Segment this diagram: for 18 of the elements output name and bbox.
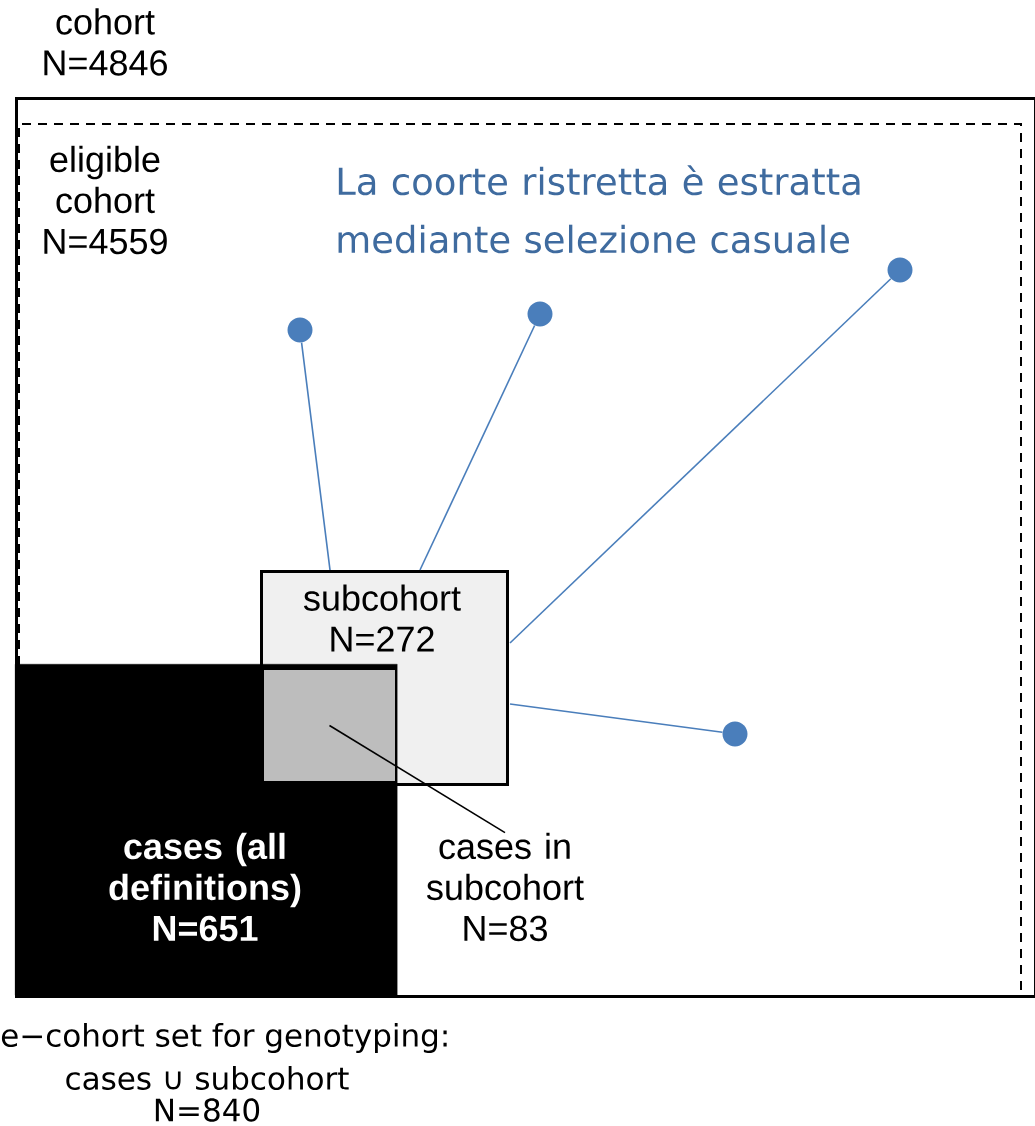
annotation-text: La coorte ristretta è estratta mediante selezione casuale: [338, 165, 860, 254]
dot: [722, 721, 748, 747]
dot: [887, 257, 913, 283]
connector-line: [509, 703, 724, 734]
box-label: eligible cohort N=4559: [44, 145, 167, 255]
overlap-box: [262, 668, 397, 783]
set-count: N=840: [155, 1098, 260, 1122]
box-heading: cohort N=4846: [44, 8, 167, 76]
connector-line: [300, 341, 331, 571]
dot: [527, 301, 553, 327]
connector-line: [509, 277, 892, 644]
connector-line: [419, 324, 536, 571]
box-label: subcohort N=272: [303, 584, 461, 652]
callout-text: cases in subcohort N=83: [426, 832, 584, 942]
box-label: cases (all definitions) N=651: [109, 832, 301, 942]
set-label: cases ∪ subcohort: [66, 1066, 349, 1090]
dot: [287, 317, 313, 343]
leader-line: [328, 724, 506, 834]
